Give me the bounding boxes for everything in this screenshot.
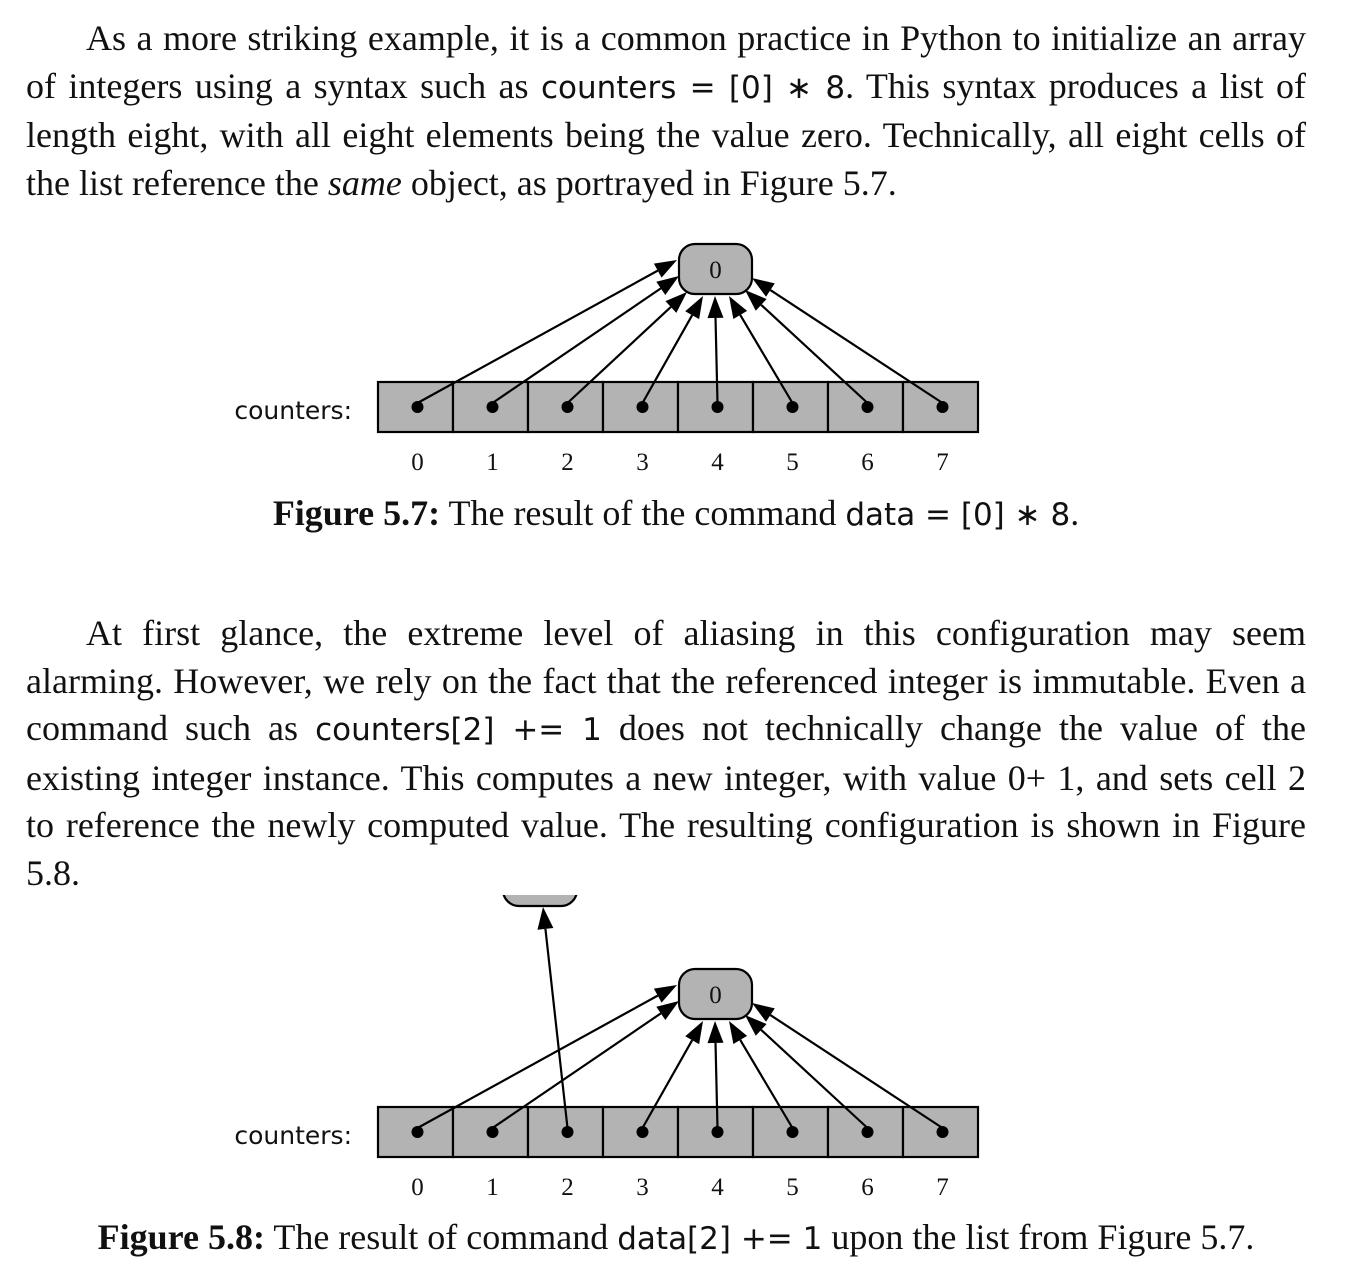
reference-dot bbox=[786, 1126, 799, 1138]
shared-integer-node: 0 bbox=[677, 242, 754, 296]
cell-index: 2 bbox=[561, 1174, 574, 1201]
cell-index: 1 bbox=[486, 449, 499, 476]
new-integer-node: 1 bbox=[502, 895, 578, 908]
reference-arrow bbox=[641, 1021, 703, 1129]
reference-dot bbox=[561, 401, 574, 413]
reference-dot bbox=[636, 1126, 649, 1138]
inline-code: data[2] += 1 bbox=[617, 1221, 823, 1257]
reference-arrow bbox=[641, 296, 703, 404]
figure-5-8-diagram: counters: 0 1 0 1 2 3 4 5 6 7 bbox=[234, 895, 980, 1201]
reference-dot bbox=[411, 1126, 424, 1138]
figure-5-7-diagram: counters: 0 0 1 2 3 4 5 6 7 bbox=[234, 242, 980, 476]
list-cell bbox=[901, 380, 980, 434]
array-label: counters: bbox=[234, 396, 352, 425]
inline-code: data = [0] ∗ 8 bbox=[845, 497, 1071, 533]
reference-arrow bbox=[416, 985, 677, 1129]
reference-arrow bbox=[707, 296, 724, 404]
array-label: counters: bbox=[234, 1121, 352, 1150]
figure-5-7-caption: Figure 5.7: The result of the command da… bbox=[272, 493, 1080, 533]
reference-dot bbox=[411, 401, 424, 413]
shared-integer-node: 0 bbox=[677, 967, 754, 1021]
reference-arrow bbox=[707, 1021, 724, 1129]
cell-index: 3 bbox=[636, 449, 649, 476]
cell-index: 5 bbox=[786, 1174, 799, 1201]
cell-index: 0 bbox=[411, 1174, 424, 1201]
emphasis: same bbox=[327, 162, 402, 203]
reference-arrow bbox=[491, 276, 679, 404]
inline-code: counters = [0] ∗ 8 bbox=[540, 69, 846, 106]
cell-index: 7 bbox=[936, 1174, 949, 1201]
reference-arrow bbox=[752, 278, 944, 404]
paragraph-1: As a more striking example, it is a comm… bbox=[26, 18, 1307, 203]
reference-dot bbox=[486, 1126, 499, 1138]
reference-arrow bbox=[729, 296, 794, 404]
svg-text:0: 0 bbox=[709, 257, 722, 284]
reference-dot bbox=[936, 401, 949, 413]
reference-arrow bbox=[416, 260, 677, 404]
inline-code: counters[2] += 1 bbox=[315, 712, 602, 748]
cell-index: 0 bbox=[411, 449, 424, 476]
reference-arrow bbox=[745, 1015, 869, 1129]
reference-dot bbox=[861, 401, 874, 413]
reference-dot bbox=[861, 1126, 874, 1138]
reference-dot bbox=[711, 1126, 724, 1138]
reference-dot bbox=[786, 401, 799, 413]
svg-text:0: 0 bbox=[709, 982, 722, 1009]
reference-arrow bbox=[537, 907, 569, 1129]
cell-index: 6 bbox=[861, 449, 874, 476]
cell-index: 5 bbox=[786, 449, 799, 476]
reference-dot bbox=[636, 401, 649, 413]
reference-arrow bbox=[491, 1001, 679, 1129]
cell-index: 4 bbox=[711, 1174, 724, 1201]
reference-arrow bbox=[729, 1021, 794, 1129]
cell-index: 3 bbox=[636, 1174, 649, 1201]
reference-arrow bbox=[566, 292, 687, 404]
reference-dot bbox=[711, 401, 724, 413]
reference-dot bbox=[486, 401, 499, 413]
reference-arrow bbox=[752, 1003, 944, 1129]
cell-index: 4 bbox=[711, 449, 724, 476]
cell-index: 7 bbox=[936, 449, 949, 476]
cell-index: 6 bbox=[861, 1174, 874, 1201]
cell-index: 1 bbox=[486, 1174, 499, 1201]
reference-dot bbox=[936, 1126, 949, 1138]
cell-index: 2 bbox=[561, 449, 574, 476]
paragraph-2: At first glance, the extreme level of al… bbox=[26, 613, 1306, 893]
svg-text:1: 1 bbox=[534, 895, 547, 897]
reference-dot bbox=[561, 1126, 574, 1138]
figure-5-8-caption: Figure 5.8: The result of command data[2… bbox=[97, 1217, 1255, 1257]
reference-arrow bbox=[745, 290, 869, 404]
